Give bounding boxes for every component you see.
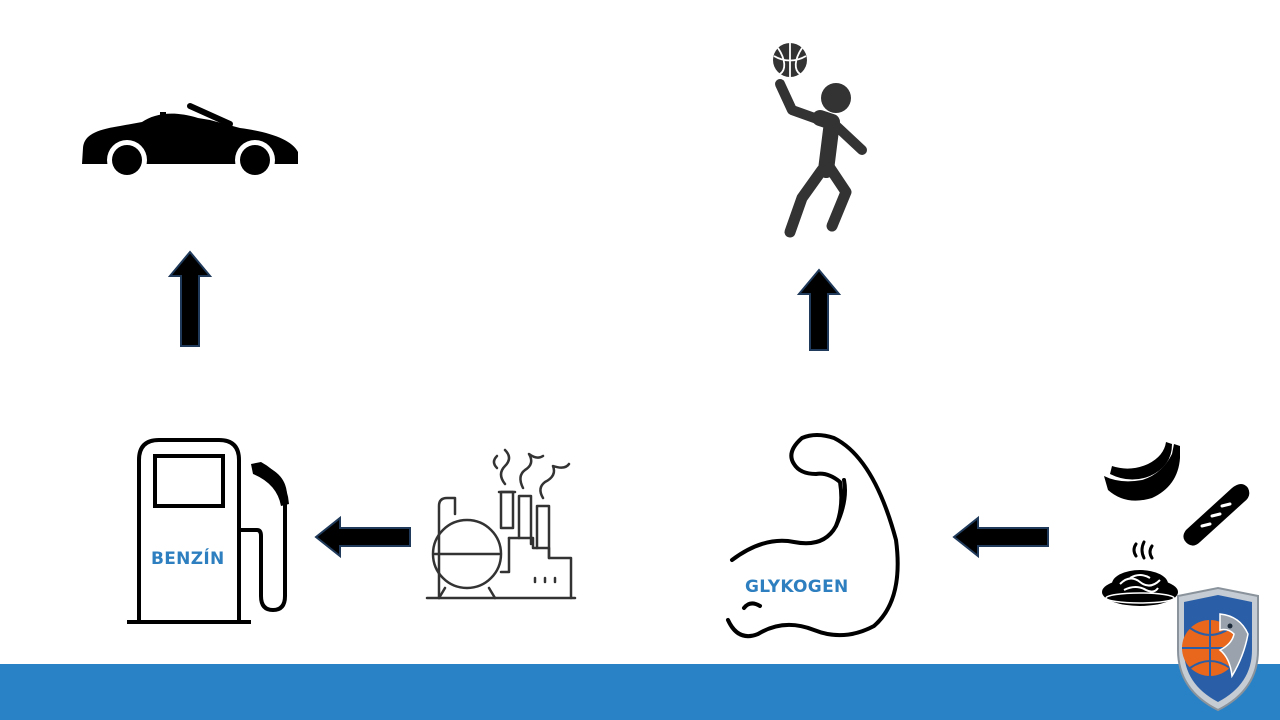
refinery-factory-icon xyxy=(425,448,577,600)
up-arrow-icon xyxy=(167,250,213,348)
club-shield-logo xyxy=(1174,586,1262,712)
up-arrow-icon xyxy=(796,268,842,352)
fuel-label: BENZÍN xyxy=(151,549,225,569)
pasta-icon xyxy=(1100,540,1180,608)
basketball-player-icon xyxy=(770,40,880,240)
car-icon xyxy=(80,100,300,180)
baguette-icon xyxy=(1180,480,1252,548)
left-arrow-icon xyxy=(314,515,412,559)
banana-icon xyxy=(1102,440,1184,506)
left-arrow-icon xyxy=(952,515,1050,559)
fuel-pump-icon xyxy=(125,436,295,626)
muscle-label: GLYKOGEN xyxy=(745,577,849,597)
flexed-arm-muscle-icon xyxy=(724,430,904,640)
footer-accent-bar xyxy=(0,664,1280,720)
